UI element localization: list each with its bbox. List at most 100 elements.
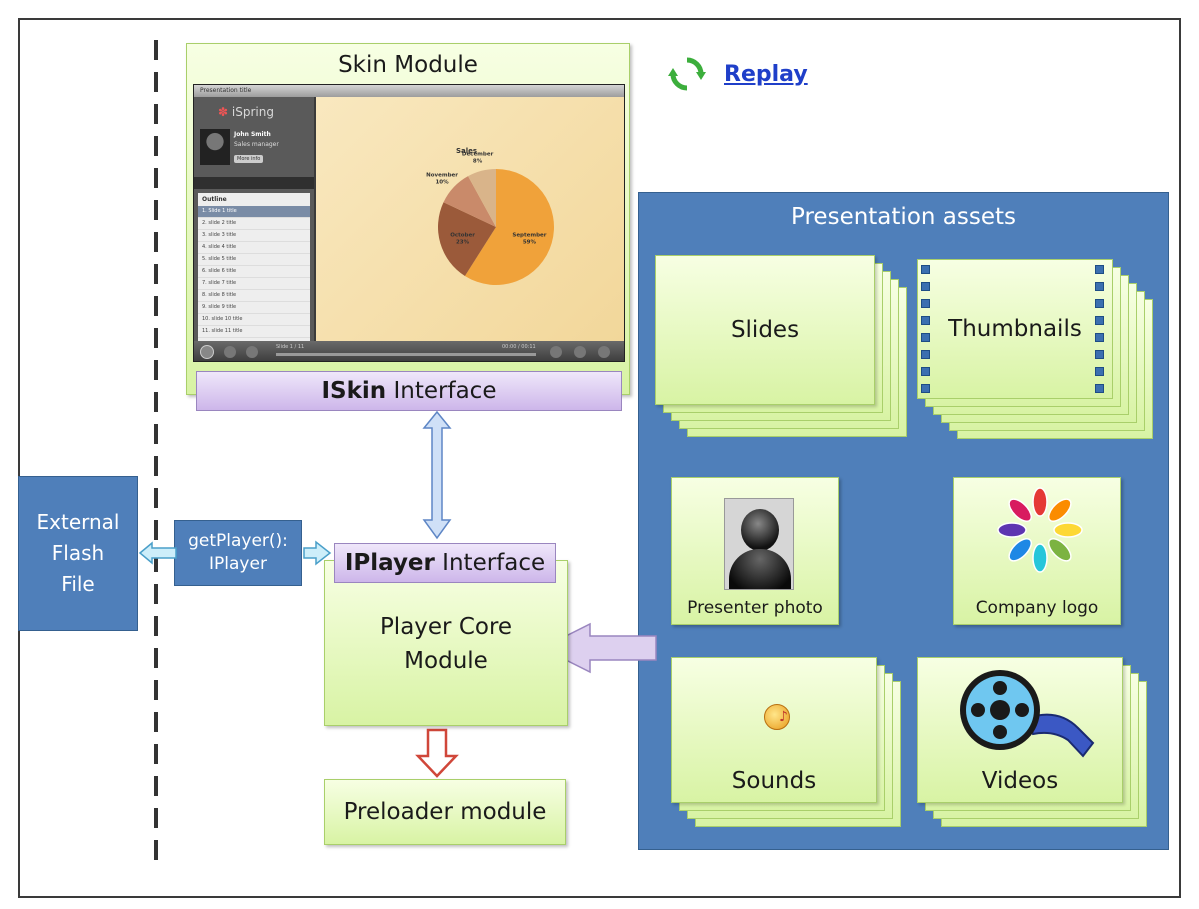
settings-icon: [574, 346, 586, 358]
sprocket-icon: [1095, 299, 1104, 308]
logo-petal: [1047, 537, 1072, 562]
sprocket-icon: [1095, 367, 1104, 376]
ispring-logo-icon: ✽: [218, 105, 229, 119]
sprocket-icon: [921, 333, 930, 342]
boundary-dashed-line: [154, 40, 158, 862]
iplayer-interface-rest: Interface: [434, 550, 546, 576]
pie-label-september-label: September: [512, 233, 546, 239]
pie-label-november-label: November: [426, 172, 458, 178]
player-screenshot: Presentation title ✽ iSpring John Smith …: [193, 84, 625, 362]
iskin-interface: ISkin Interface: [196, 371, 622, 411]
pie-slice-december: [468, 169, 496, 227]
play-icon: [200, 345, 214, 359]
get-player-box: getPlayer(): IPlayer: [174, 520, 302, 586]
screenshot-slide-counter: Slide 1 / 11: [276, 344, 305, 350]
screenshot-sidebar: ✽ iSpring John Smith Sales manager More …: [194, 97, 314, 341]
external-flash-line1: External: [36, 510, 120, 534]
replay-control[interactable]: Replay: [668, 54, 808, 94]
company-logo-icon: [997, 487, 1083, 573]
screenshot-tabbar: [194, 177, 314, 189]
sprocket-icon: [1095, 316, 1104, 325]
videos-card: Videos: [917, 657, 1123, 803]
screenshot-brand-label: iSpring: [231, 105, 274, 119]
outline-item: 7. slide 7 title: [198, 278, 310, 290]
player-core-label: Player Core Module: [325, 609, 567, 679]
volume-icon: [550, 346, 562, 358]
outline-item: 2. slide 2 title: [198, 218, 310, 230]
skin-module: Skin Module Presentation title ✽ iSpring…: [186, 43, 630, 395]
screenshot-brand: ✽ iSpring: [218, 105, 274, 119]
screenshot-chart-title: Sales: [456, 147, 478, 155]
logo-petal: [1008, 498, 1033, 523]
outline-item: 1. Slide 1 title: [198, 206, 310, 218]
skin-module-title: Skin Module: [338, 52, 478, 78]
screenshot-presenter-name: John Smith: [234, 131, 271, 138]
videos-label: Videos: [981, 768, 1059, 794]
thumbnails-label: Thumbnails: [948, 316, 1082, 342]
screenshot-more-info: More info: [234, 155, 264, 163]
thumbnails-card: Thumbnails: [917, 259, 1113, 399]
sprocket-icon: [1095, 384, 1104, 393]
pie-slice-october: [438, 202, 496, 276]
player-core-line2: Module: [404, 648, 488, 674]
get-player-line1: getPlayer():: [188, 531, 288, 551]
player-core-module: Player Core Module: [324, 560, 568, 726]
presenter-thumb-icon: [200, 129, 230, 165]
presenter-photo-label: Presenter photo: [687, 598, 823, 618]
iskin-interface-bold: ISkin: [321, 378, 387, 404]
iskin-interface-rest: Interface: [386, 378, 497, 404]
outline-item: 9. slide 9 title: [198, 302, 310, 314]
presenter-silhouette-icon: [724, 498, 794, 590]
next-icon: [246, 346, 258, 358]
get-player-line2: IPlayer: [209, 554, 267, 574]
sprocket-icon: [921, 299, 930, 308]
player-core-line1: Player Core: [379, 614, 513, 640]
presentation-assets-panel: Presentation assets Slides Thumbnails Pr…: [638, 192, 1169, 850]
prev-icon: [224, 346, 236, 358]
sprocket-icon: [1095, 282, 1104, 291]
screenshot-outline-title: Outline: [202, 196, 227, 203]
replay-link[interactable]: Replay: [724, 61, 808, 87]
external-flash-line3: File: [61, 572, 95, 596]
replay-icon[interactable]: [668, 55, 706, 93]
sprocket-icon: [921, 265, 930, 274]
outline-item: 8. slide 8 title: [198, 290, 310, 302]
logo-petal: [1053, 522, 1083, 538]
progress-track: [276, 353, 536, 356]
pie-label-september-pct: 59%: [523, 240, 537, 246]
sprocket-icon: [1095, 333, 1104, 342]
logo-petal: [1032, 543, 1048, 573]
company-logo-card: Company logo: [953, 477, 1121, 625]
pie-slice-september: [464, 169, 554, 285]
slides-card: Slides: [655, 255, 875, 405]
pie-label-october-label: October: [450, 233, 475, 239]
preloader-module: Preloader module: [324, 779, 566, 845]
pie-label-october-pct: 23%: [456, 240, 470, 246]
logo-petal: [997, 522, 1027, 538]
logo-petal: [1008, 537, 1033, 562]
presenter-photo-card: Presenter photo: [671, 477, 839, 625]
pie-label-december-pct: 8%: [473, 158, 483, 164]
sprocket-icon: [921, 350, 930, 359]
sprocket-icon: [921, 384, 930, 393]
sprocket-icon: [921, 316, 930, 325]
sprocket-icon: [921, 367, 930, 376]
presentation-assets-title: Presentation assets: [791, 204, 1016, 230]
sprocket-icon: [1095, 265, 1104, 274]
iplayer-interface: IPlayer Interface: [334, 543, 556, 583]
logo-petal: [1047, 498, 1072, 523]
pie-label-december-label: December: [462, 151, 494, 157]
iplayer-interface-bold: IPlayer: [344, 550, 435, 576]
screenshot-controls: Slide 1 / 11 00:00 / 00:11: [194, 341, 624, 361]
sprocket-icon: [921, 282, 930, 291]
screenshot-presenter-role: Sales manager: [234, 141, 279, 148]
fullscreen-icon: [598, 346, 610, 358]
sounds-card: ♪ Sounds: [671, 657, 877, 803]
pie-label-november-pct: 10%: [435, 179, 449, 185]
external-flash-file: External Flash File: [18, 476, 138, 631]
outline-item: 4. slide 4 title: [198, 242, 310, 254]
outline-item: 3. slide 3 title: [198, 230, 310, 242]
external-flash-line2: Flash: [51, 541, 105, 565]
